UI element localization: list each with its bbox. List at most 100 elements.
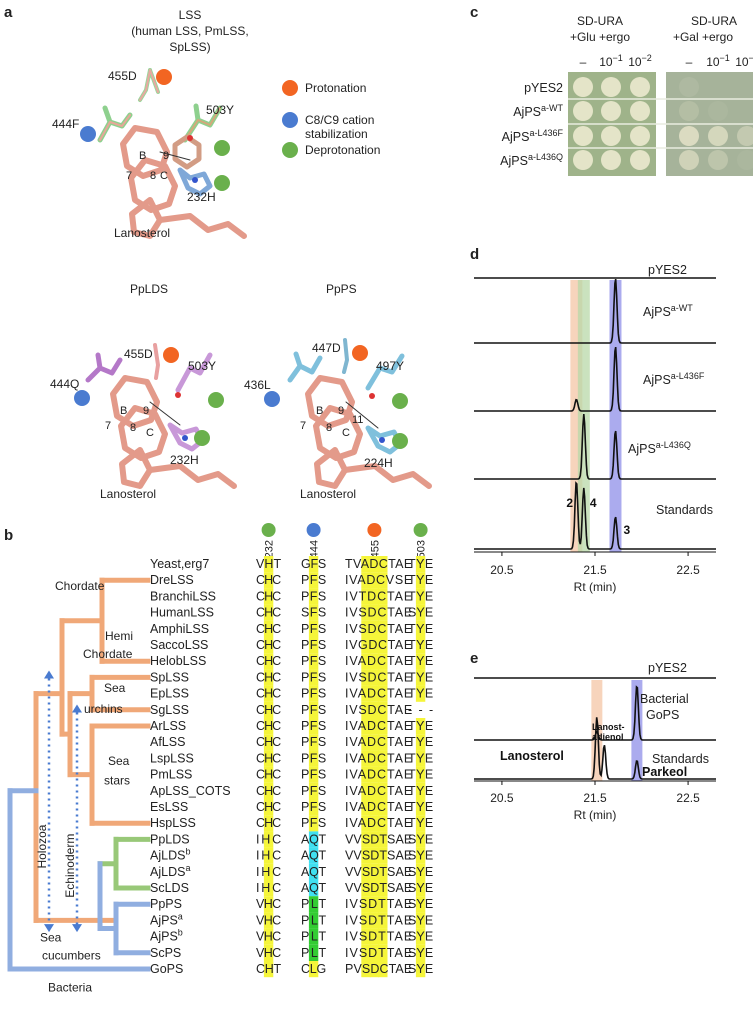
residue-highlight [415, 912, 426, 929]
strain-label: pYES2 [524, 81, 563, 95]
lss-res-232h: 232H [187, 190, 216, 204]
legend-protonation: Protonation [305, 81, 367, 95]
residue-highlight [361, 734, 371, 751]
residue-highlight [369, 961, 380, 978]
residue-highlight [378, 556, 388, 573]
yeast-spot [679, 126, 699, 146]
sequence-s455: IVGDCTAE [345, 638, 412, 652]
trace-label-standards: Standards [652, 752, 709, 766]
sequence-s444: PFS [301, 670, 326, 684]
sequence-s232: CHT [256, 962, 282, 976]
species-name: ArLSS [150, 719, 186, 733]
ppps-res-224h: 224H [364, 456, 393, 470]
sequence-s232: CHC [256, 800, 281, 814]
species-name: PmLSS [150, 768, 192, 782]
gal-header-1: SD-URA [690, 14, 737, 28]
sequence-s444: GFS [301, 557, 326, 571]
glu-header-2: +Glu +ergo [569, 30, 631, 44]
pplds-num-9: 9 [143, 405, 150, 417]
residue-highlight [263, 782, 274, 799]
peak-label-lanosterol: Lanosterol [500, 749, 564, 763]
x-tick-label: 20.5 [490, 791, 514, 805]
residue-highlight [308, 653, 319, 670]
sequence-s503: --- [408, 703, 433, 717]
residue-highlight [263, 799, 274, 816]
residue-highlight [361, 669, 371, 686]
yeast-spot [573, 126, 593, 146]
peak-label-lanostadienol-1: Lanost- [592, 722, 625, 732]
residue-highlight [415, 896, 426, 913]
sequence-s455: IVADCTAE [345, 816, 412, 830]
residue-highlight [361, 896, 371, 913]
yeast-spot [708, 126, 728, 146]
residue-highlight [415, 572, 426, 589]
residue-highlight [378, 815, 388, 832]
residue-highlight [415, 944, 426, 961]
residue-highlight [378, 604, 388, 621]
sequence-s455: IVSDCTAE [345, 670, 412, 684]
lss-ligand-label: Lanosterol [114, 226, 171, 240]
lss-deprotonation-dot-2 [214, 175, 230, 191]
residue-highlight [369, 880, 380, 897]
yeast-spot [601, 150, 621, 170]
residue-highlight [378, 928, 388, 945]
sequence-s455: IVADCTAE [345, 800, 412, 814]
residue-highlight [415, 604, 426, 621]
sequence-s503: TYE [408, 622, 433, 636]
sequence-s455: IVSDTTAE [345, 913, 412, 927]
residue-highlight [369, 912, 380, 929]
residue-highlight [308, 912, 319, 929]
sequence-s503: TYE [408, 670, 433, 684]
lss-num-7: 7 [126, 170, 133, 182]
peak-label-3: 3 [623, 523, 630, 537]
sequence-s444: AQT [301, 849, 327, 863]
position-dot [367, 523, 382, 537]
yeast-spot [573, 101, 593, 121]
residue-highlight [369, 928, 380, 945]
species-name: EpLSS [150, 687, 189, 701]
sequence-s232: CHC [256, 687, 281, 701]
residue-highlight [308, 556, 319, 573]
gcms-chart-e: pYES2BacterialGoPSStandardsLanosterolLan… [474, 661, 716, 822]
sequence-s444: PLT [301, 946, 327, 960]
residue-highlight [308, 961, 319, 978]
residue-highlight [361, 556, 371, 573]
residue-highlight [369, 669, 380, 686]
retention-highlight-band [609, 280, 622, 552]
lss-title: LSS [178, 8, 202, 22]
yeast-spot [601, 77, 621, 97]
sequence-s503: SYE [408, 832, 433, 846]
residue-highlight [308, 928, 319, 945]
residue-highlight [263, 766, 274, 783]
species-name: SaccoLSS [150, 638, 208, 652]
residue-highlight [263, 831, 274, 848]
species-name: Yeast,erg7 [150, 557, 209, 571]
sequence-s444: PFS [301, 719, 326, 733]
residue-highlight [378, 750, 388, 767]
dilution-label: – [686, 55, 693, 69]
pplds-ring-c: C [146, 427, 154, 439]
residue-highlight [369, 766, 380, 783]
residue-highlight [369, 701, 380, 718]
pplds-ring-b: B [120, 405, 128, 417]
ppps-ring-b: B [316, 405, 324, 417]
sequence-s232: CHC [256, 654, 281, 668]
residue-highlight [361, 653, 371, 670]
trace-ajps-a-l436q [474, 414, 716, 480]
yeast-spot [679, 150, 699, 170]
lss-stabilization-dot [80, 126, 96, 142]
sequence-s503: TYE [408, 687, 433, 701]
residue-highlight [369, 718, 380, 735]
sequence-s503: SYE [408, 946, 433, 960]
sequence-s444: SFS [301, 606, 326, 620]
residue-highlight [369, 750, 380, 767]
sequence-s503: TYE [408, 589, 433, 603]
pplds-res-444q: 444Q [50, 377, 80, 391]
legend-deprotonation-dot [282, 142, 298, 158]
species-name: SpLSS [150, 670, 189, 684]
residue-highlight [263, 653, 274, 670]
sequence-s232: VHT [256, 557, 282, 571]
species-name: SgLSS [150, 703, 189, 717]
dilution-label: 10−1 [706, 53, 730, 69]
residue-highlight [415, 653, 426, 670]
